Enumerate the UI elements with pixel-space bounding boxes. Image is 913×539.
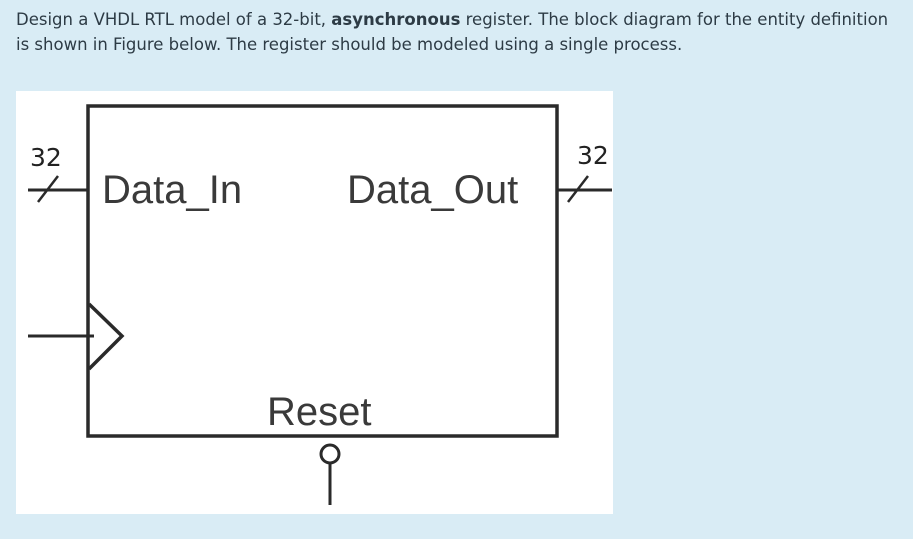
clock-edge-triangle xyxy=(87,302,125,371)
question-emphasis: asynchronous xyxy=(331,10,461,29)
register-body xyxy=(86,104,559,438)
data-in-bus-width: 32 xyxy=(30,143,62,172)
question-text: Design a VHDL RTL model of a 32-bit, asy… xyxy=(16,7,896,57)
data-out-port-label: Data_Out xyxy=(347,168,518,212)
data-in-bus-slash xyxy=(37,175,59,203)
data-in-port-label: Data_In xyxy=(102,168,242,212)
data-out-bus-slash xyxy=(567,175,589,203)
question-text-end: register. The block diagram for the enti… xyxy=(16,10,889,54)
register-block-diagram: 32 Data_In 32 Data_Out Reset xyxy=(16,91,613,514)
reset-port-label: Reset xyxy=(267,390,372,434)
block-diagram-svg: 32 Data_In 32 Data_Out Reset xyxy=(28,104,612,505)
question-text-start: Design a VHDL RTL model of a 32-bit, xyxy=(16,10,332,29)
data-out-bus-width: 32 xyxy=(577,141,609,170)
reset-inversion-bubble xyxy=(319,443,341,465)
